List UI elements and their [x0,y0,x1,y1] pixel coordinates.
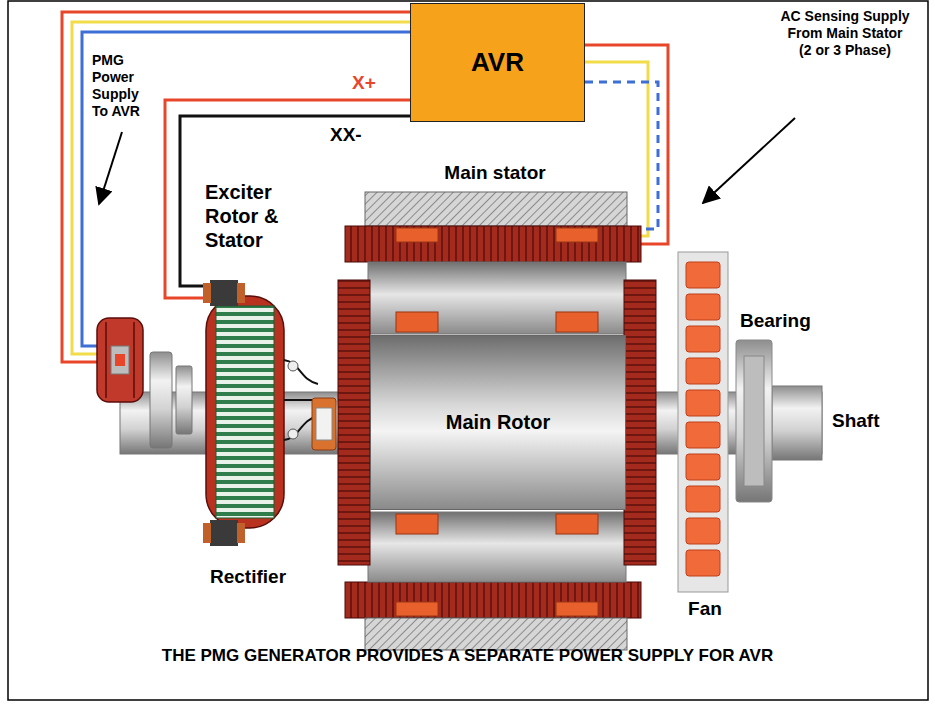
terminal-label: XX- [330,124,380,146]
pole-winding [556,514,598,534]
exciter-stator-coil [237,523,245,543]
fan-label: Fan [676,598,734,620]
label-holder: Exciter Rotor & Stator [205,180,305,252]
terminal-label: X+ [352,72,392,94]
bearing-race [744,356,764,486]
coupling-clamp [316,408,332,440]
stator-label: Main stator [420,162,570,184]
shaft-end [772,386,822,460]
fan-blade [686,422,720,448]
callout-arrow [703,118,795,203]
label-holder: Fan [676,598,734,620]
bearing-label: Bearing [740,310,840,332]
flange [176,366,192,434]
pmg-supply-label: PMG Power Supply To AVR [92,52,154,120]
diode [288,361,298,371]
stator-winding [345,226,641,262]
pole-winding [396,312,438,332]
stator-slot [396,602,438,616]
stator-core [365,192,627,226]
rotor-pole [368,262,626,334]
fan-blade [686,486,720,512]
fan-blade [686,550,720,576]
fan-blade [686,390,720,416]
exciter-stator-pole [210,280,238,306]
pmg-magnet [115,354,125,366]
diode [288,429,298,439]
flange [150,352,172,448]
label-holder: Bearing [740,310,840,332]
label-holder: Main stator [420,162,570,184]
node-text: Main Rotor [446,411,550,434]
fan-blade [686,358,720,384]
shaft-label: Shaft [832,410,904,432]
fan-blade [686,262,720,288]
pmg-coil-line [133,322,135,398]
caption: THE PMG GENERATOR PROVIDES A SEPARATE PO… [0,646,935,666]
label-holder: XX- [330,124,380,146]
pmg-rotor [97,318,143,402]
pole-winding [396,514,438,534]
rotor-pole [368,512,626,582]
caption-holder: THE PMG GENERATOR PROVIDES A SEPARATE PO… [0,646,935,666]
stator-slot [556,602,598,616]
label-holder: Rectifier [210,566,320,588]
exciter-stator-coil [237,283,245,303]
sensing-label: AC Sensing Supply From Main Stator (2 or… [780,8,910,59]
fan-blade [686,294,720,320]
label-holder: X+ [352,72,392,94]
avr-box: AVR [410,3,585,122]
main-rotor: Main Rotor [370,335,626,510]
pole-winding [556,312,598,332]
rotor-end-winding [338,280,370,565]
callout-arrow [99,132,122,204]
exciter-stator-coil [203,523,211,543]
stator-slot [396,228,438,242]
stator-winding [345,582,641,618]
coupling [312,398,336,450]
rotor-end-winding [624,280,656,565]
exciter-stator-coil [203,283,211,303]
exciter-coil [206,296,284,528]
rectifier-label: Rectifier [210,566,320,588]
fan-blade [686,518,720,544]
label-holder: PMG Power Supply To AVR [92,52,154,120]
fan-frame [678,252,728,592]
node-text: AVR [471,47,524,78]
pmg-coil-line [105,322,107,398]
fan-blade [686,326,720,352]
fan-blade [686,454,720,480]
picture-frame [8,1,928,700]
exciter-rotor [216,306,274,518]
exciter-label: Exciter Rotor & Stator [205,180,305,252]
bearing [736,340,772,502]
label-holder: Shaft [832,410,904,432]
pmg-hub [111,346,129,374]
exciter-stator-pole [210,520,238,546]
stator-slot [556,228,598,242]
stator-core [365,618,627,650]
label-holder: AC Sensing Supply From Main Stator (2 or… [780,8,910,59]
